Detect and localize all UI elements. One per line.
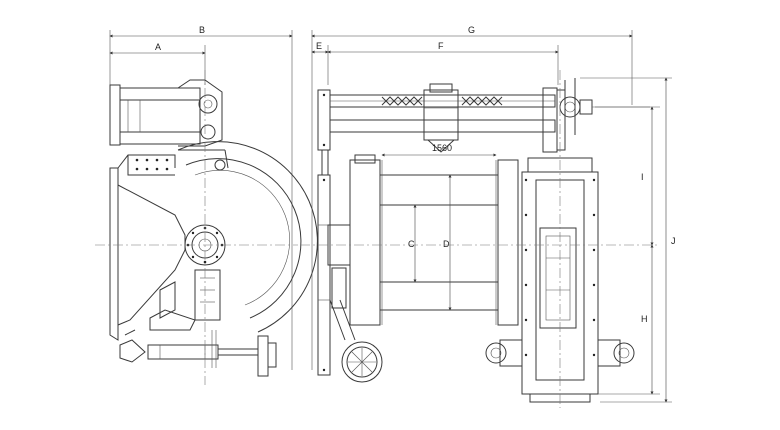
- front-view: 1560 C D: [300, 30, 660, 408]
- label-a: A: [155, 42, 161, 52]
- dimension-e: E: [311, 41, 329, 54]
- label-g: G: [468, 25, 475, 35]
- dimension-j: J: [580, 77, 676, 403]
- label-f: F: [438, 41, 444, 51]
- label-drum-width: 1560: [432, 143, 452, 153]
- dimension-f: F: [327, 41, 559, 54]
- dimension-h: H: [598, 244, 660, 395]
- dimension-a: A: [109, 42, 206, 55]
- side-view: [95, 30, 318, 385]
- label-i: I: [641, 172, 644, 182]
- dimension-b: B: [109, 25, 293, 38]
- label-d: D: [443, 239, 450, 249]
- label-e: E: [316, 41, 322, 51]
- label-c: C: [408, 239, 415, 249]
- label-b: B: [199, 25, 205, 35]
- label-h: H: [641, 314, 648, 324]
- label-j: J: [671, 236, 676, 246]
- dimension-i: I: [595, 106, 660, 246]
- dimension-g: G: [311, 25, 633, 38]
